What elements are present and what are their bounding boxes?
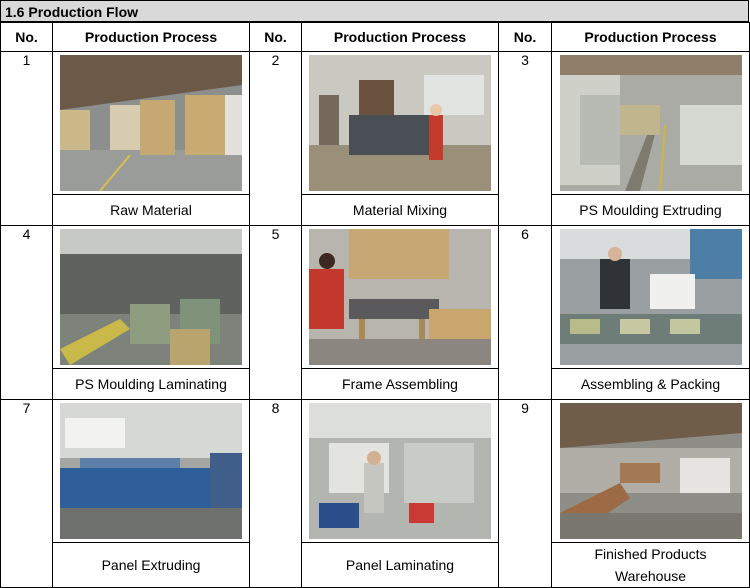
step-number: 8	[249, 399, 302, 588]
step-caption: Assembling & Packing	[551, 368, 750, 400]
frame-assembly-photo	[309, 229, 491, 365]
step-number: 4	[0, 225, 53, 400]
table-row: Panel Extruding Panel Laminating Finishe…	[1, 542, 750, 588]
laminating-machines-photo	[60, 229, 242, 365]
step-caption: Finished Products Warehouse	[551, 542, 750, 588]
header-no: No.	[498, 22, 552, 52]
step-caption: Frame Assembling	[301, 368, 499, 400]
step-number: 2	[249, 51, 302, 226]
step-number: 9	[498, 399, 552, 588]
production-flow-table: No. Production Process No. Production Pr…	[0, 22, 750, 588]
section-title: 1.6 Production Flow	[0, 0, 749, 22]
header-process: Production Process	[551, 22, 750, 52]
header-row: No. Production Process No. Production Pr…	[0, 22, 750, 52]
step-number: 3	[498, 51, 552, 226]
step-caption-line: Finished Products	[594, 546, 707, 562]
header-process: Production Process	[52, 22, 250, 52]
header-no: No.	[0, 22, 53, 52]
step-caption-line: Warehouse	[614, 568, 687, 584]
step-caption: Panel Extruding	[52, 542, 250, 588]
step-number: 5	[249, 225, 302, 400]
header-process: Production Process	[301, 22, 499, 52]
step-photo-cell	[551, 225, 750, 369]
step-photo-cell	[551, 399, 750, 543]
step-caption: Material Mixing	[301, 194, 499, 226]
step-caption: PS Moulding Laminating	[52, 368, 250, 400]
finished-warehouse-photo	[559, 403, 742, 539]
warehouse-sacks-photo	[60, 55, 242, 191]
step-photo-cell	[301, 51, 499, 195]
step-number: 7	[0, 399, 53, 588]
packing-station-photo	[559, 229, 742, 365]
step-caption: PS Moulding Extruding	[551, 194, 750, 226]
step-photo-cell	[551, 51, 750, 195]
step-number: 1	[0, 51, 53, 226]
table-row: Raw Material Material Mixing PS Moulding…	[1, 194, 750, 226]
step-photo-cell	[301, 225, 499, 369]
header-no: No.	[249, 22, 302, 52]
table-row: PS Moulding Laminating Frame Assembling …	[1, 368, 750, 400]
step-photo-cell	[52, 51, 250, 195]
step-photo-cell	[301, 399, 499, 543]
step-photo-cell	[52, 399, 250, 543]
panel-laminator-photo	[309, 403, 491, 539]
table-row: 1 2	[0, 51, 750, 226]
table-row: 7 8	[0, 399, 750, 588]
step-caption: Panel Laminating	[301, 542, 499, 588]
step-photo-cell	[52, 225, 250, 369]
step-caption: Raw Material	[52, 194, 250, 226]
table-row: 4 5	[0, 225, 750, 400]
step-number: 6	[498, 225, 552, 400]
mixing-machine-photo	[309, 55, 491, 191]
extrusion-line-photo	[559, 55, 742, 191]
panel-extruder-photo	[60, 403, 242, 539]
